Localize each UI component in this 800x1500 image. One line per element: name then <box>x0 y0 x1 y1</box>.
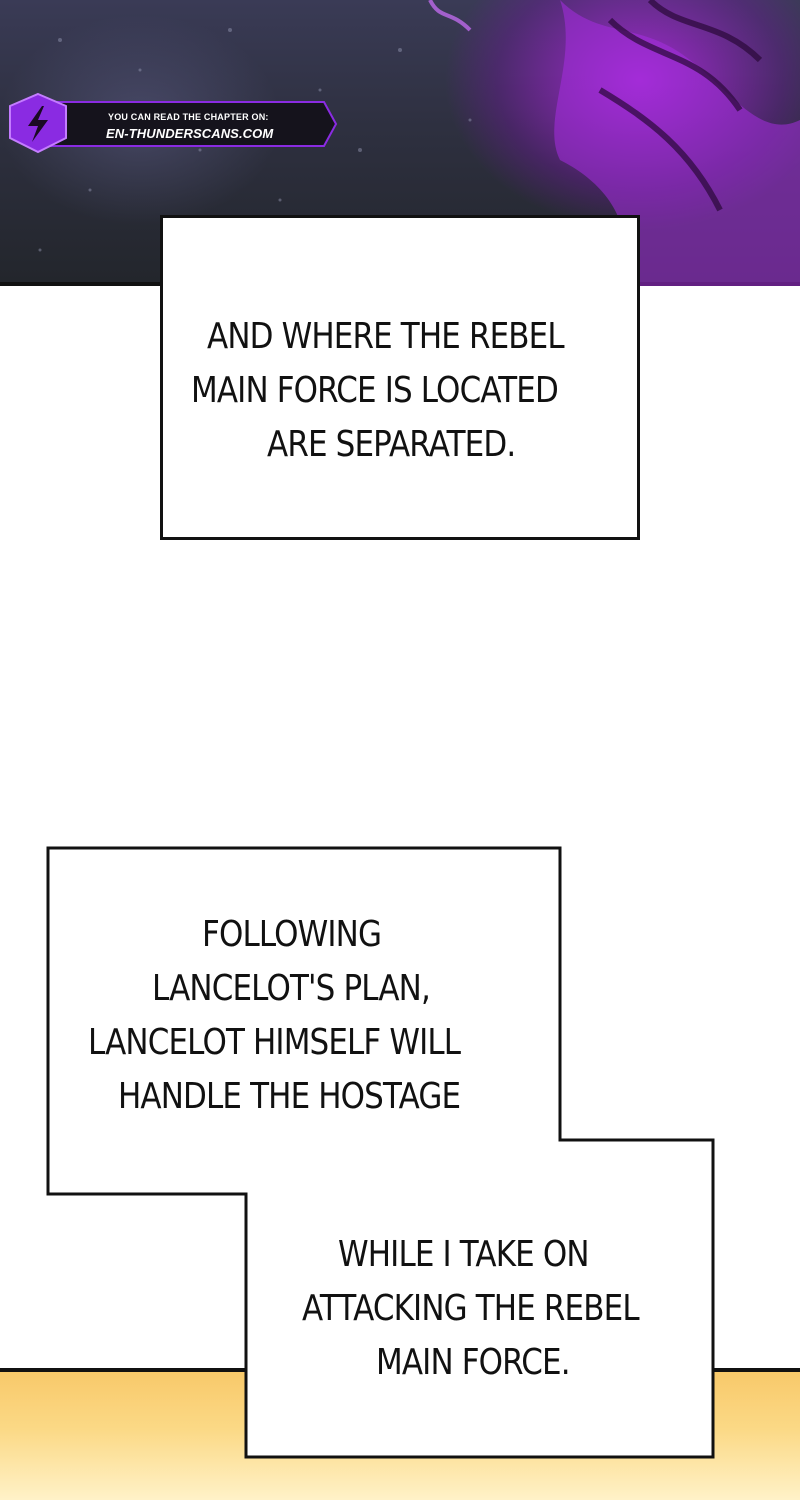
panel-art <box>38 0 800 286</box>
caption-line: AND WHERE THE REBEL <box>207 316 565 357</box>
caption-line: LANCELOT'S PLAN, <box>152 968 431 1009</box>
lightning-hexagon-icon <box>28 106 48 142</box>
caption-line: WHILE I TAKE ON <box>338 1234 590 1275</box>
caption-line: FOLLOWING <box>202 914 382 955</box>
bottom-art-panel <box>0 1368 800 1500</box>
caption-line: ARE SEPARATED. <box>267 424 516 465</box>
watermark-banner-shape <box>9 92 338 154</box>
caption-line: ATTACKING THE REBEL <box>302 1288 640 1329</box>
watermark-badge: YOU CAN READ THE CHAPTER ON: EN-THUNDERS… <box>8 92 338 156</box>
caption-line: MAIN FORCE IS LOCATED <box>191 370 559 411</box>
caption-line: HANDLE THE HOSTAGE <box>118 1076 461 1117</box>
caption-line: LANCELOT HIMSELF WILL <box>88 1022 461 1063</box>
caption-box-1: AND WHERE THE REBEL MAIN FORCE IS LOCATE… <box>160 215 640 540</box>
watermark-text-line1: YOU CAN READ THE CHAPTER ON: <box>108 112 269 122</box>
watermark-text-line2: EN-THUNDERSCANS.COM <box>106 126 274 141</box>
